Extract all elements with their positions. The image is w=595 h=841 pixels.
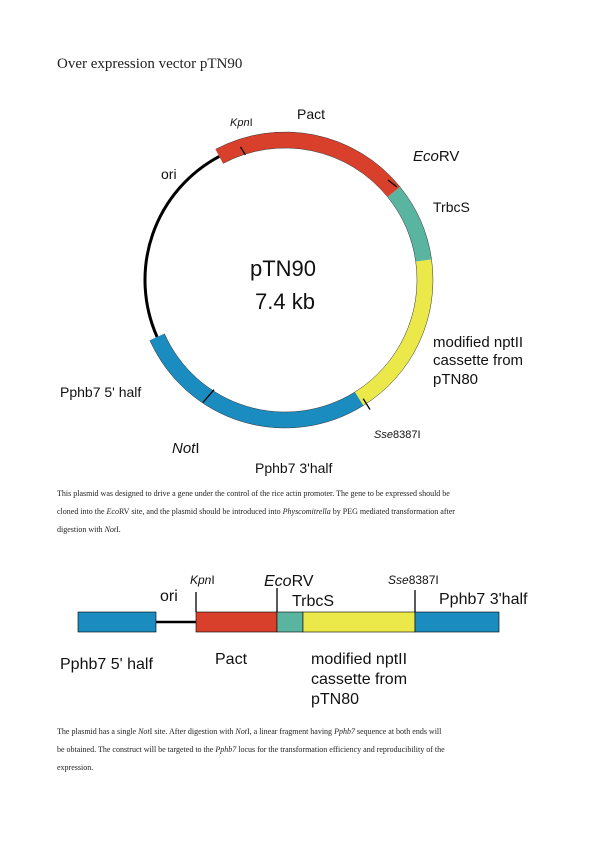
page-title: Over expression vector pTN90 <box>57 56 243 72</box>
nptii-label-1: modified nptII <box>311 651 407 668</box>
text-run: I, a linear fragment having <box>246 727 335 736</box>
description-line: be obtained. The construct will be targe… <box>57 741 557 759</box>
trbcs-arc-outline <box>399 186 432 260</box>
nptii-label-1: modified nptII <box>433 334 523 351</box>
nptii-arc-outline <box>363 259 434 406</box>
description-line: digestion with NotI. <box>57 521 557 539</box>
description-line: This plasmid was designed to drive a gen… <box>57 489 450 498</box>
description-line: cloned into the EcoRV site, and the plas… <box>57 503 557 521</box>
pphb7-arc <box>149 333 364 428</box>
trbcs-label: TrbcS <box>433 199 470 215</box>
sse-tick <box>362 398 371 410</box>
sse-label: Sse8387I <box>388 573 439 587</box>
pphb7-5-label: Pphb7 5' half <box>60 384 141 400</box>
ecorv-label: EcoRV <box>413 148 459 165</box>
description-paragraph: This plasmid was designed to drive a gen… <box>57 485 557 539</box>
backbone-arc <box>143 155 220 338</box>
pact-label: Pact <box>215 651 248 668</box>
pact-arc-outline <box>215 131 401 188</box>
pact-arc <box>215 132 401 197</box>
text-run: be obtained. The construct will be targe… <box>57 745 216 754</box>
text-run: RV site, and the plasmid should be intro… <box>118 507 283 516</box>
nptii-label-3: pTN80 <box>433 371 478 388</box>
text-run: Not <box>138 727 150 736</box>
text-run: I. <box>116 525 121 534</box>
trbcs-label: TrbcS <box>292 593 334 610</box>
text-run: The plasmid has a single <box>57 727 139 736</box>
pphb7-3-label: Pphb7 3'half <box>439 591 528 608</box>
text-run: sequence at both ends will <box>354 727 442 736</box>
text-run: Physcomitrella <box>282 507 331 516</box>
text-run: cloned into the <box>57 507 107 516</box>
ori-label: ori <box>161 166 177 182</box>
text-run: digestion with <box>57 525 105 534</box>
nptii-arc <box>354 259 433 406</box>
text-run: Pphb7 <box>215 745 237 754</box>
pact-block <box>195 611 278 633</box>
ecorv-tick <box>387 179 398 188</box>
trbcs-block <box>276 611 304 633</box>
linear-description-paragraph: The plasmid has a single NotI site. Afte… <box>57 723 557 777</box>
nptii-label-2: cassette from <box>433 352 523 369</box>
pphb7-3-block <box>414 611 500 633</box>
ecorv-label: EcoRV <box>264 573 314 590</box>
noti-label: NotI <box>172 440 200 457</box>
linear-map: KpnI EcoRV Sse8387I ori TrbcS Pphb7 3'ha… <box>60 573 528 708</box>
plasmid-size: 7.4 kb <box>255 289 315 314</box>
pphb7-arc-outline <box>149 340 364 429</box>
kpni-label: KpnI <box>190 573 215 587</box>
text-run: Eco <box>106 507 119 516</box>
plasmid-name: pTN90 <box>250 256 316 281</box>
nptii-block <box>302 611 416 633</box>
nptii-label-3: pTN80 <box>311 691 359 708</box>
pact-label: Pact <box>297 106 325 122</box>
sse-label: Sse8387I <box>374 429 421 441</box>
kpni-label: KpnI <box>230 117 253 129</box>
pphb7-3-label: Pphb7 3'half <box>255 460 333 476</box>
trbcs-arc <box>387 186 432 262</box>
text-run: locus for the transformation efficiency … <box>236 745 445 754</box>
noti-tick <box>202 389 215 403</box>
description-line: The plasmid has a single NotI site. Afte… <box>57 723 557 741</box>
trbcs-arc-outline <box>387 196 416 262</box>
text-run: Not <box>235 727 247 736</box>
nptii-arc-outline <box>354 261 418 393</box>
text-run: by PEG mediated transformation after <box>330 507 455 516</box>
pphb7-5-label: Pphb7 5' half <box>60 656 153 673</box>
text-run: Pphb7 <box>334 727 355 736</box>
kpni-tick <box>239 146 246 156</box>
pphb7-5-block <box>77 611 157 633</box>
ori-label: ori <box>160 588 178 605</box>
plasmid-map: pTN90 7.4 kb Pact KpnI ori EcoRV TrbcS m… <box>60 106 523 476</box>
description-line: expression. <box>57 763 94 772</box>
text-run: I site. After digestion with <box>149 727 236 736</box>
nptii-label-2: cassette from <box>311 671 407 688</box>
pphb7-arc-outline <box>164 333 356 413</box>
text-run: Not <box>104 525 117 534</box>
